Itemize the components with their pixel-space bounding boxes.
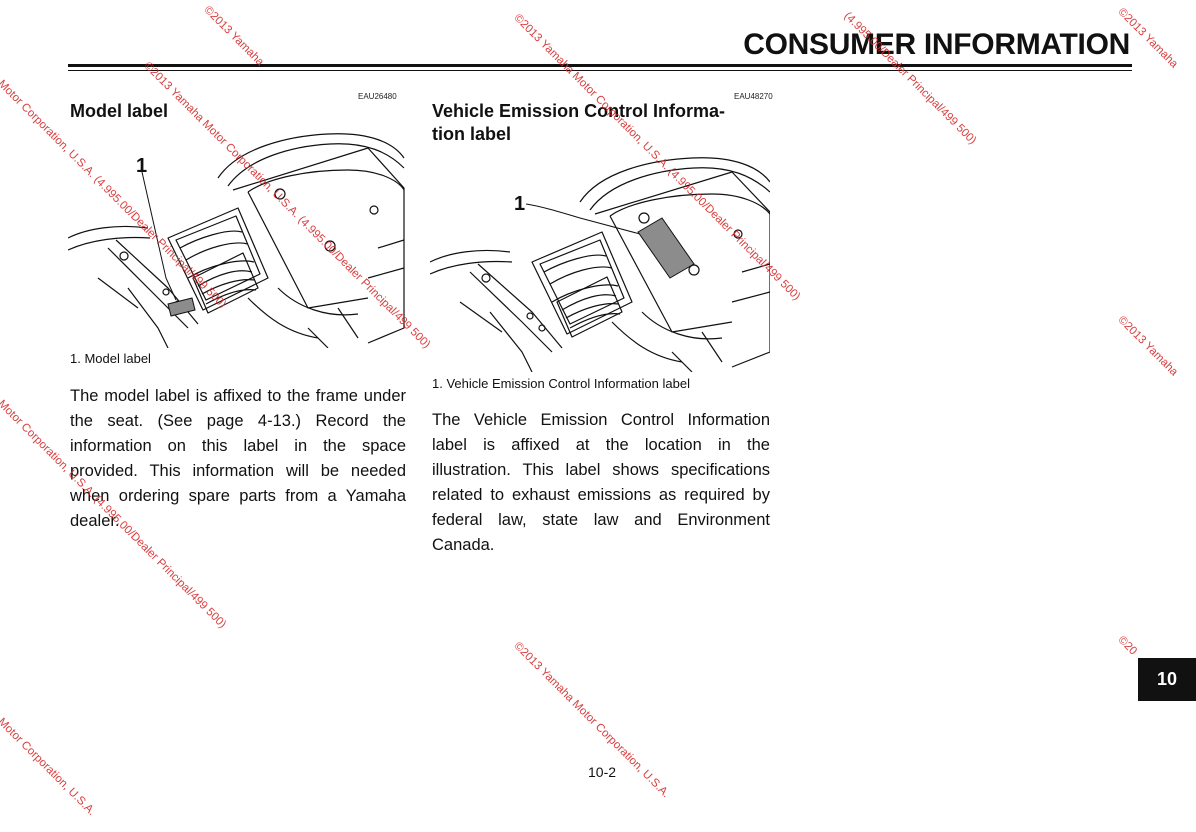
section-heading-veci-line1: Vehicle Emission Control Informa- [432, 101, 726, 121]
watermark: Motor Corporation, U.S.A. [0, 716, 98, 819]
chapter-tab[interactable]: 10 [1138, 658, 1196, 701]
header-rule-thick [68, 64, 1132, 67]
veci-label-illustration: 1 [430, 157, 770, 372]
callout-number-1-right: 1 [514, 193, 525, 215]
section-code-right: EAU48270 [734, 92, 773, 101]
page-header-title: CONSUMER INFORMATION [743, 28, 1130, 61]
section-heading-veci-line2: tion label [432, 124, 512, 144]
header-rule-thin [68, 70, 1132, 71]
body-paragraph-right: The Vehicle Emission Control Information… [432, 411, 770, 554]
watermark: ©2013 Yamaha [1115, 314, 1180, 379]
callout-number-1-left: 1 [136, 155, 147, 177]
model-label-illustration: 1 [68, 133, 405, 348]
watermark: ©20 [1115, 634, 1140, 658]
page-number: 10-2 [588, 764, 617, 780]
body-paragraph-left: The model label is affixed to the frame … [70, 387, 406, 530]
figure-caption-left: 1. Model label [70, 351, 151, 366]
watermark: ©2013 Yamaha [201, 4, 266, 69]
figure-caption-right: 1. Vehicle Emission Control Information … [432, 376, 690, 391]
section-heading-model-label: Model label [70, 101, 169, 121]
section-code-left: EAU26480 [358, 92, 397, 101]
